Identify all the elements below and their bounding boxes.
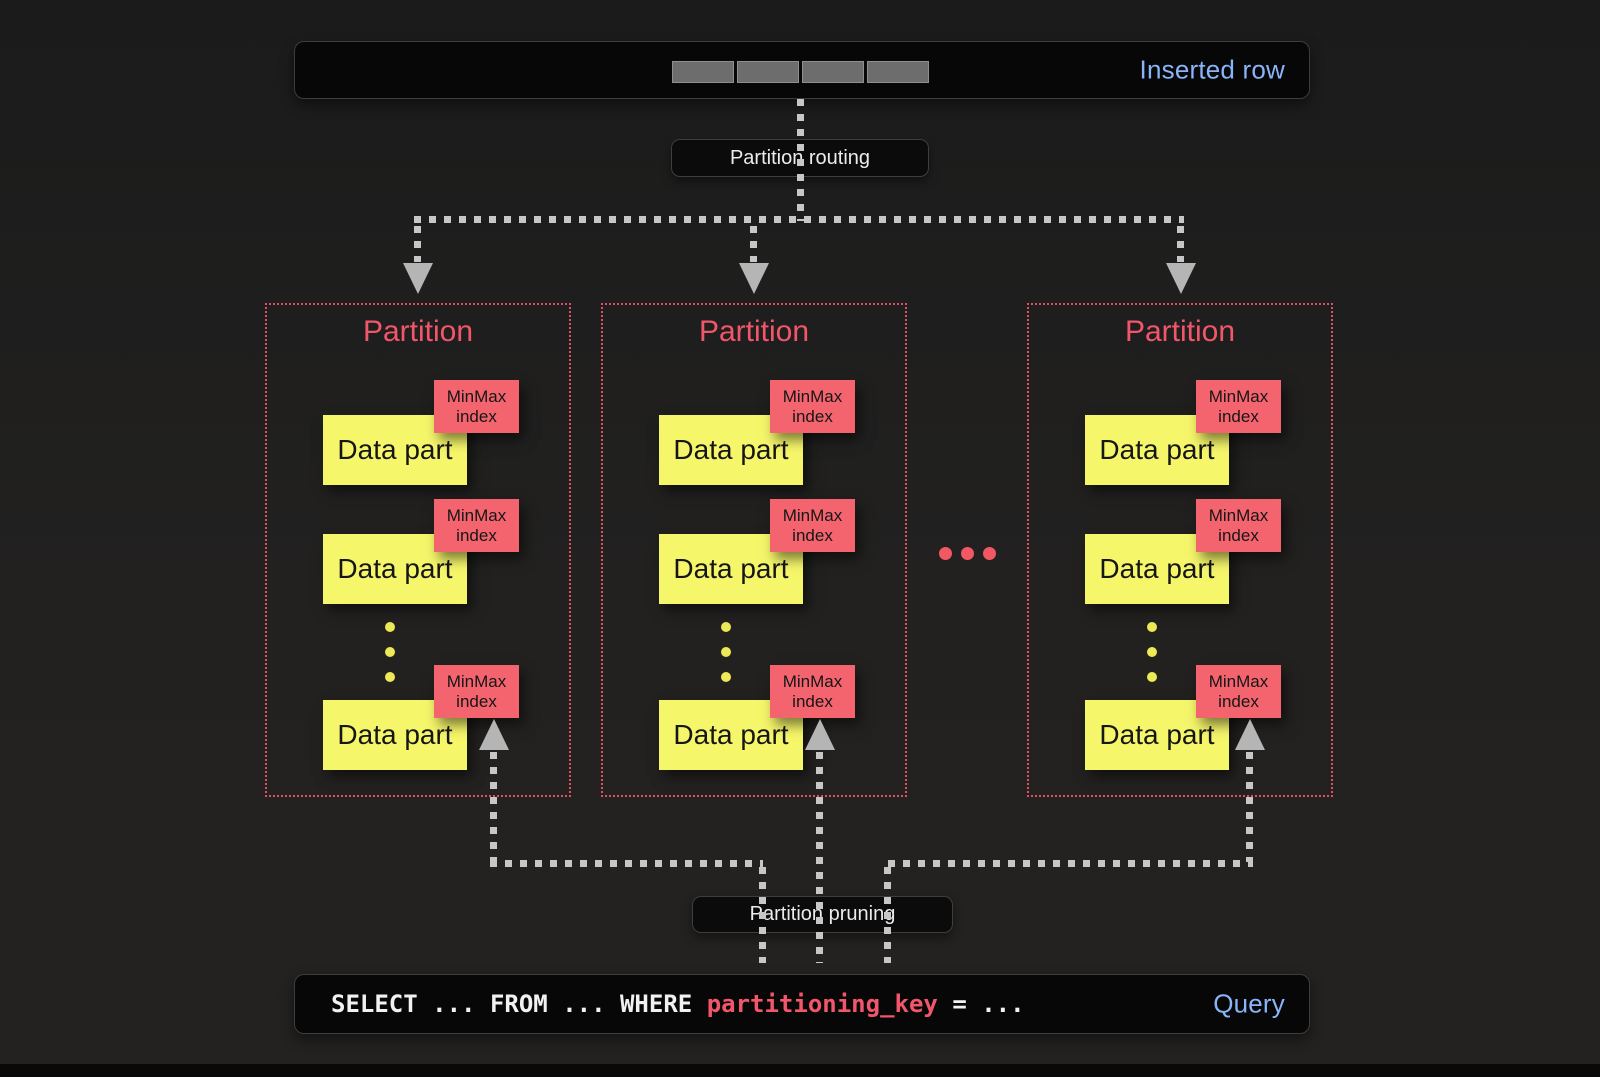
partition-title: Partition bbox=[698, 315, 810, 348]
row-segment bbox=[737, 61, 799, 83]
branch-stem-left bbox=[414, 226, 421, 262]
arrowhead-down-icon bbox=[739, 263, 769, 294]
pruning-drop-right bbox=[884, 867, 891, 963]
arrowhead-down-icon bbox=[1166, 263, 1196, 294]
minmax-index-tag: MinMax index bbox=[434, 499, 519, 552]
data-part-block: Data part bbox=[323, 415, 467, 485]
minmax-index-tag: MinMax index bbox=[770, 380, 855, 433]
pruning-hline-right bbox=[888, 860, 1253, 867]
minmax-index-tag: MinMax index bbox=[1196, 499, 1281, 552]
pruning-drop-left bbox=[759, 867, 766, 963]
minmax-index-tag: MinMax index bbox=[1196, 665, 1281, 718]
partition-box-1: Partition MinMax index Data part MinMax … bbox=[265, 303, 571, 797]
sql-suffix: = ... bbox=[937, 990, 1025, 1018]
sql-prefix: SELECT ... FROM ... WHERE bbox=[331, 990, 707, 1018]
row-segment bbox=[672, 61, 734, 83]
more-parts-ellipsis bbox=[1147, 622, 1157, 682]
more-parts-ellipsis bbox=[385, 622, 395, 682]
minmax-index-tag: MinMax index bbox=[434, 380, 519, 433]
pruning-stem-middle bbox=[816, 752, 823, 963]
more-partitions-ellipsis bbox=[939, 547, 996, 560]
partition-title: Partition bbox=[362, 315, 474, 348]
query-bar: SELECT ... FROM ... WHERE partitioning_k… bbox=[294, 974, 1310, 1034]
pruning-hline-left bbox=[490, 860, 763, 867]
minmax-index-tag: MinMax index bbox=[770, 499, 855, 552]
sql-query-text: SELECT ... FROM ... WHERE partitioning_k… bbox=[331, 990, 1025, 1018]
sql-partitioning-key: partitioning_key bbox=[706, 990, 938, 1018]
arrowhead-up-icon bbox=[479, 719, 509, 750]
arrowhead-down-icon bbox=[403, 263, 433, 294]
inserted-row-bar: Inserted row bbox=[294, 41, 1310, 99]
row-segment bbox=[802, 61, 864, 83]
more-parts-ellipsis bbox=[721, 622, 731, 682]
minmax-index-tag: MinMax index bbox=[770, 665, 855, 718]
inserted-row-label: Inserted row bbox=[1139, 54, 1285, 85]
row-segment bbox=[867, 61, 929, 83]
data-part-block: Data part bbox=[1085, 534, 1229, 604]
pruning-stem-left bbox=[490, 752, 497, 862]
minmax-index-tag: MinMax index bbox=[1196, 380, 1281, 433]
partition-box-2: Partition MinMax index Data part MinMax … bbox=[601, 303, 907, 797]
branch-line bbox=[414, 216, 1184, 223]
data-part-block: Data part bbox=[323, 534, 467, 604]
partition-title: Partition bbox=[1124, 315, 1236, 348]
minmax-index-tag: MinMax index bbox=[434, 665, 519, 718]
branch-stem-middle bbox=[750, 226, 757, 262]
routing-connector-line bbox=[797, 99, 804, 221]
query-label: Query bbox=[1213, 988, 1285, 1019]
window-bottom-edge bbox=[0, 1064, 1600, 1077]
row-segments bbox=[672, 61, 929, 83]
arrowhead-up-icon bbox=[805, 719, 835, 750]
pruning-stem-right bbox=[1246, 752, 1253, 862]
data-part-block: Data part bbox=[1085, 415, 1229, 485]
partition-box-3: Partition MinMax index Data part MinMax … bbox=[1027, 303, 1333, 797]
arrowhead-up-icon bbox=[1235, 719, 1265, 750]
branch-stem-right bbox=[1177, 226, 1184, 262]
